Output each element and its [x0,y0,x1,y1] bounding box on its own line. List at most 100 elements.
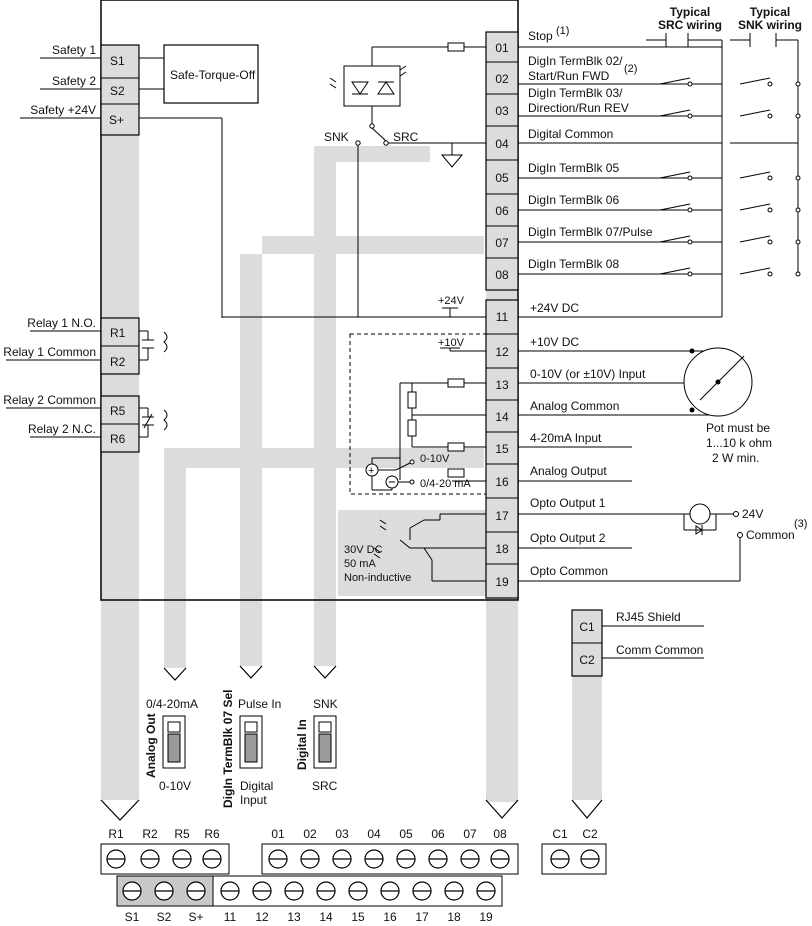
label-safety-1: Safety 1 [52,43,96,57]
potentiometer: Pot must be 1...10 k ohm 2 W min. [683,347,772,465]
terminal-screw-r1[interactable] [106,849,126,869]
svg-text:SNK wiring: SNK wiring [738,18,802,32]
label-relay-1-common: Relay 1 Common [3,345,96,359]
analog-circuit: +10V 0-10V 0/4-20 mA + [349,333,487,495]
left-external-labels: Safety 1 Safety 2 Safety +24V Relay 1 N.… [3,43,101,438]
svg-text:12: 12 [255,910,269,924]
terminal-screw-18[interactable] [444,881,464,901]
terminal-16: 16 [495,475,509,489]
left-terminal-column: S1 S2 S+ R1 R2 R5 R6 [100,44,140,453]
svg-text:Analog Out: Analog Out [144,713,158,778]
terminal-screw-14[interactable] [316,881,336,901]
svg-text:19: 19 [479,910,493,924]
terminal-screw-07[interactable] [460,849,480,869]
terminal-02: 02 [495,72,509,86]
terminal-screw-r6[interactable] [202,849,222,869]
terminal-08: 08 [495,268,509,282]
svg-text:1...10 k ohm: 1...10 k ohm [706,436,772,450]
terminal-screw-splus[interactable] [186,881,206,901]
svg-text:+24V: +24V [438,295,465,307]
terminal-r1: R1 [110,326,126,340]
terminal-18: 18 [495,542,509,556]
svg-text:Typical: Typical [670,5,710,19]
terminal-screw-01[interactable] [268,849,288,869]
terminal-block-bottom-labels: S1 S2 S+ 11 12 13 14 15 16 17 18 19 [125,910,493,924]
svg-text:R6: R6 [204,827,220,841]
svg-text:50 mA: 50 mA [344,558,376,570]
svg-text:DigIn TermBlk 07 Sel: DigIn TermBlk 07 Sel [221,690,235,808]
terminal-screw-r2[interactable] [140,849,160,869]
svg-text:02: 02 [303,827,317,841]
svg-text:2 W min.: 2 W min. [712,451,759,465]
svg-text:0-10V (or ±10V) Input: 0-10V (or ±10V) Input [530,367,646,381]
terminal-s2: S2 [110,84,125,98]
svg-text:Start/Run FWD: Start/Run FWD [528,69,610,83]
svg-text:R5: R5 [174,827,190,841]
terminal-r6: R6 [110,432,126,446]
label-safety-24v: Safety +24V [30,103,96,117]
svg-text:11: 11 [224,910,237,924]
svg-text:Opto Output 2: Opto Output 2 [530,531,606,545]
terminal-screw-16[interactable] [380,881,400,901]
terminal-05: 05 [495,171,509,185]
terminal-17: 17 [495,509,509,523]
terminal-screw-17[interactable] [412,881,432,901]
relay-contacts [139,330,168,438]
terminal-screw-02[interactable] [300,849,320,869]
terminal-screw-s1[interactable] [122,881,142,901]
terminal-11: 11 [496,310,509,324]
svg-text:+24V DC: +24V DC [530,301,579,315]
terminal-screw-19[interactable] [476,881,496,901]
svg-text:SRC: SRC [393,130,419,144]
svg-text:04: 04 [367,827,381,841]
svg-text:30V DC: 30V DC [344,544,383,556]
svg-text:SRC: SRC [312,779,338,793]
svg-text:Pot must be: Pot must be [706,421,770,435]
terminal-screw-04[interactable] [364,849,384,869]
terminal-splus: S+ [109,113,124,127]
terminal-screw-c1[interactable] [550,849,570,869]
terminal-01: 01 [495,41,509,55]
switch-pulse-top-label: Pulse In [238,697,281,711]
terminal-screw-15[interactable] [348,881,368,901]
terminal-screw-05[interactable] [396,849,416,869]
terminal-screw-08[interactable] [490,849,510,869]
svg-text:+: + [368,465,374,477]
terminal-screw-r5[interactable] [172,849,192,869]
comm-block: C1 C2 RJ45 Shield Comm Common [571,609,704,677]
terminal-19: 19 [495,575,509,589]
terminal-screw-06[interactable] [428,849,448,869]
svg-text:DigIn TermBlk 05: DigIn TermBlk 05 [528,161,619,175]
terminal-c2: C2 [579,653,595,667]
svg-text:Safe-Torque-Off: Safe-Torque-Off [170,68,256,82]
svg-text:SNK: SNK [324,130,349,144]
switch-analog-top-label: 0/4-20mA [146,697,198,711]
svg-text:(2): (2) [624,63,637,75]
terminal-screw-12[interactable] [252,881,272,901]
terminal-s1: S1 [110,54,125,68]
switch-digin-top-label: SNK [313,697,338,711]
svg-text:01: 01 [271,827,285,841]
svg-text:(1): (1) [556,25,569,37]
svg-text:+10V DC: +10V DC [530,335,579,349]
svg-text:07: 07 [463,827,477,841]
svg-text:05: 05 [399,827,413,841]
terminal-block-top-labels: R1 R2 R5 R6 01 02 03 04 05 06 07 08 C1 C… [108,827,598,841]
terminal-screw-s2[interactable] [154,881,174,901]
terminal-12: 12 [495,345,509,359]
svg-text:13: 13 [287,910,301,924]
svg-text:Digital In: Digital In [295,719,309,770]
terminal-screw-11[interactable] [220,881,240,901]
svg-text:R1: R1 [108,827,124,841]
svg-text:03: 03 [335,827,349,841]
label-relay-1-no: Relay 1 N.O. [27,316,96,330]
svg-text:C2: C2 [582,827,598,841]
svg-text:Typical: Typical [750,5,790,19]
svg-text:06: 06 [431,827,445,841]
terminal-screw-03[interactable] [332,849,352,869]
terminal-screw-13[interactable] [284,881,304,901]
terminal-r5: R5 [110,404,126,418]
safe-torque-off-block: Safe-Torque-Off [139,44,259,318]
terminal-screw-c2[interactable] [580,849,600,869]
